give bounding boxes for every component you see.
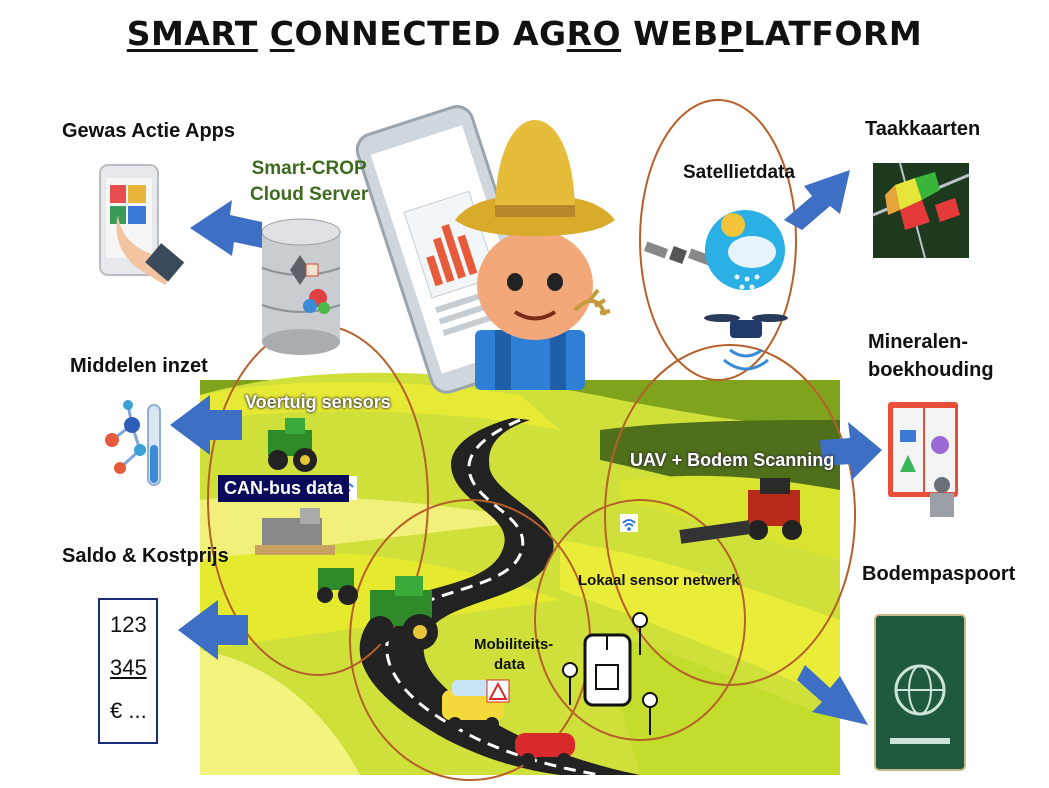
drone-icon xyxy=(704,314,788,371)
arrow-to-middelen xyxy=(170,395,242,455)
saldo-box: 123 345 € ... xyxy=(98,598,158,744)
page-title: SMART CONNECTED AGRO WEBPLATFORM xyxy=(126,14,923,53)
wifi-icon-local xyxy=(620,514,638,532)
arrow-to-taakkaarten xyxy=(784,170,850,230)
task-map-image xyxy=(872,162,970,259)
label-mobiliteitsdata: Mobiliteits- data xyxy=(474,636,554,673)
label-satellietdata: Satellietdata xyxy=(683,162,795,183)
label-smartcrop-cloud-server: Smart-CROP Cloud Server xyxy=(250,158,369,205)
label-middelen-inzet: Middelen inzet xyxy=(70,355,208,377)
label-mineralenboekhouding: Mineralen- boekhouding xyxy=(868,331,994,381)
tractor-large xyxy=(366,576,438,650)
label-taakkaarten: Taakkaarten xyxy=(865,118,981,140)
phone-app-icon xyxy=(99,164,185,285)
soil-scanner-vehicle xyxy=(679,478,802,544)
circle-local-sensor xyxy=(534,499,746,741)
arrow-to-bodempaspoort xyxy=(797,665,868,725)
farmer-illustration xyxy=(455,120,615,390)
tractor-top xyxy=(268,418,317,472)
red-car xyxy=(515,733,575,767)
saldo-line-1: 123 xyxy=(110,612,147,637)
road xyxy=(359,418,640,775)
label-uav-bodem-scanning: UAV + Bodem Scanning xyxy=(630,450,835,470)
soil-passport-icon xyxy=(874,614,966,771)
warning-sign-icon xyxy=(486,679,510,703)
cloud-server-icon xyxy=(261,218,341,355)
sensor-probes xyxy=(562,612,658,735)
saldo-line-3: € ... xyxy=(110,698,147,723)
molecule-icon xyxy=(105,400,161,486)
arrow-to-gewas xyxy=(190,200,262,256)
taxi-car xyxy=(442,680,504,731)
label-canbus-data: CAN-bus data xyxy=(218,475,350,502)
circle-satellite xyxy=(639,99,797,381)
circle-uav xyxy=(604,344,856,686)
coverage-circles xyxy=(207,99,856,781)
label-gewas-actie-apps: Gewas Actie Apps xyxy=(62,120,236,142)
label-voertuig-sensors: Voertuig sensors xyxy=(245,392,391,412)
satellite-icon xyxy=(643,241,713,266)
harvester xyxy=(255,508,335,555)
label-lokaal-sensor-netwerk: Lokaal sensor netwerk xyxy=(578,572,740,589)
label-saldo-kostprijs: Saldo & Kostprijs xyxy=(62,545,229,567)
arrow-to-saldo xyxy=(178,600,248,660)
arrows xyxy=(170,170,882,725)
weather-icon xyxy=(705,210,785,290)
mineral-book-icon xyxy=(888,402,958,517)
saldo-line-2: 345 xyxy=(110,655,147,680)
arrow-to-mineralen xyxy=(820,422,882,480)
label-bodempaspoort: Bodempaspoort xyxy=(862,563,1016,585)
tractor-small xyxy=(317,568,358,605)
sensor-station xyxy=(583,633,632,707)
